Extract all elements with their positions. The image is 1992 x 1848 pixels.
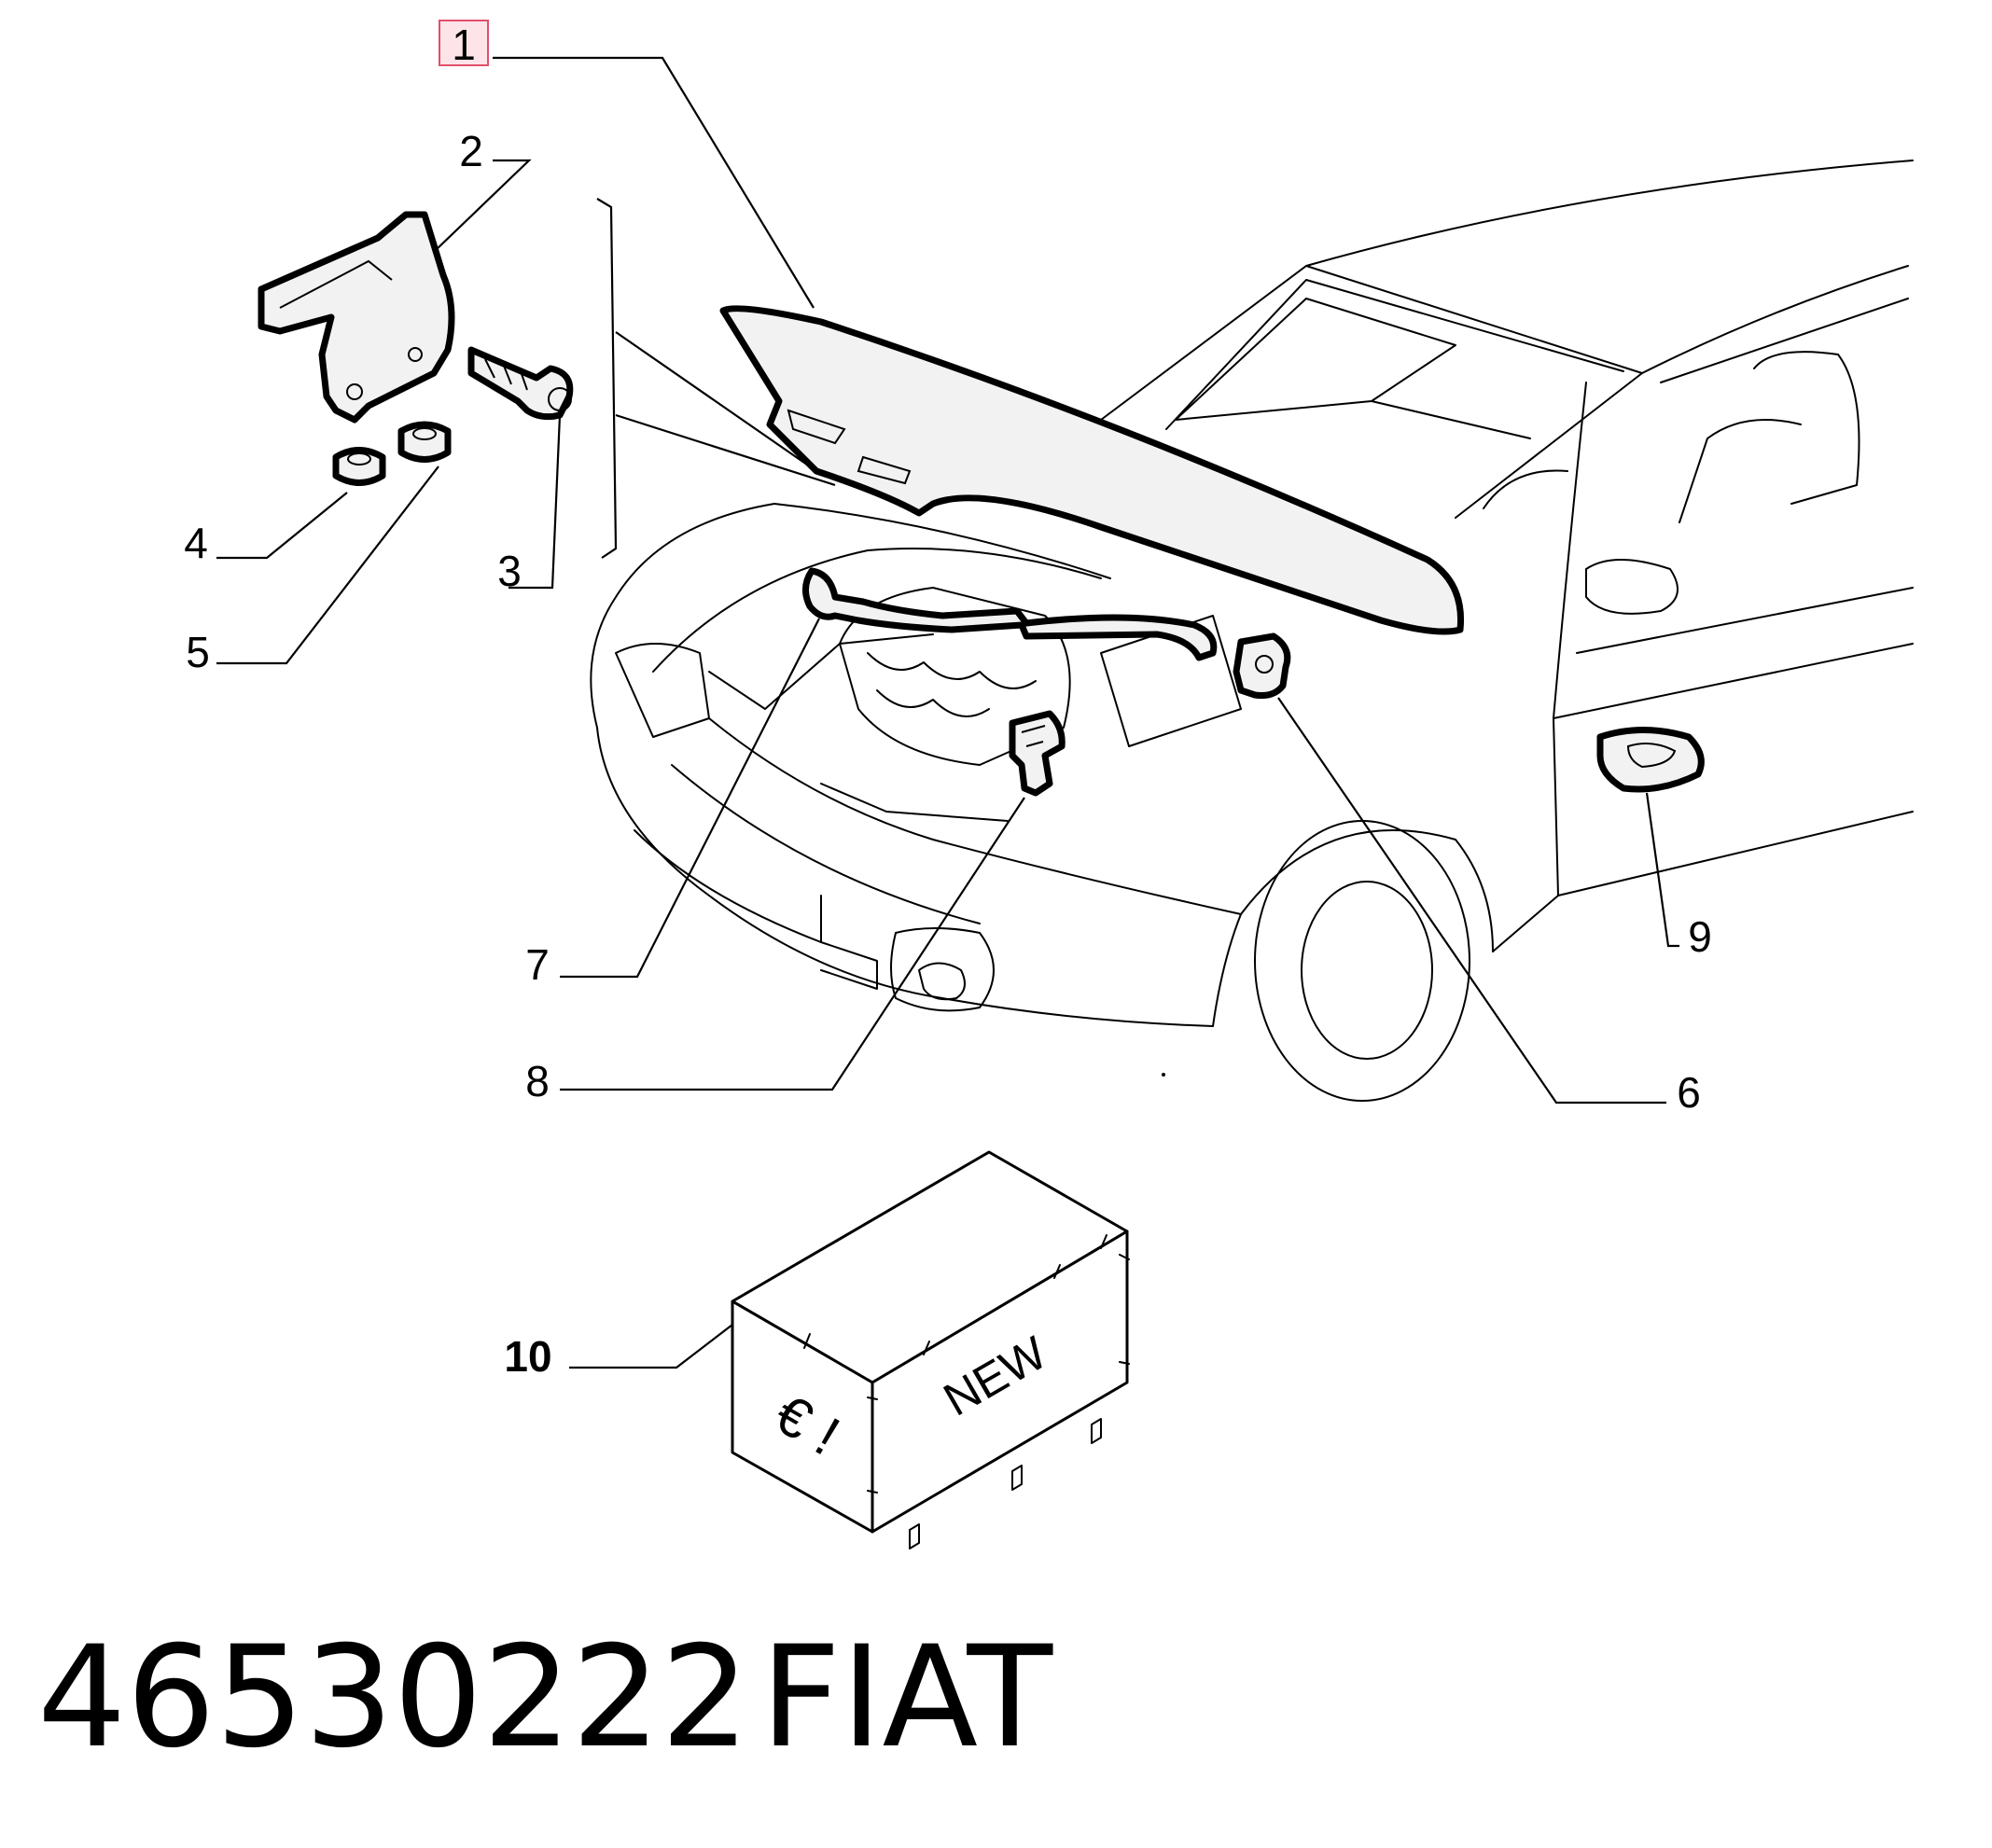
leader-lines <box>216 56 1679 1369</box>
part-1-bonnet <box>719 305 1465 635</box>
part-3-bolt <box>467 346 574 421</box>
part-10-crate: NEW € ! <box>731 1150 1130 1549</box>
part-7-prop-rod <box>802 567 1218 661</box>
part-9-grommet <box>1596 727 1705 793</box>
part-8-latch <box>1009 710 1066 797</box>
callout-5[interactable]: 5 <box>186 628 210 676</box>
part-4-bushing <box>332 447 386 486</box>
group-bracket <box>596 198 836 559</box>
part-number: 46530222 <box>37 1617 750 1779</box>
callout-3[interactable]: 3 <box>497 547 522 595</box>
callout-4[interactable]: 4 <box>184 519 208 567</box>
callout-10[interactable]: 10 <box>504 1332 551 1381</box>
callout-7[interactable]: 7 <box>525 940 550 989</box>
callout-6[interactable]: 6 <box>1677 1068 1701 1117</box>
callout-2[interactable]: 2 <box>459 127 483 175</box>
callout-1[interactable]: 1 <box>452 21 476 69</box>
callout-1-highlight <box>439 20 489 66</box>
car-outline <box>590 160 1914 1102</box>
part-2-hinge <box>258 211 455 424</box>
part-6-bracket <box>1233 632 1291 699</box>
callout-8[interactable]: 8 <box>525 1057 550 1105</box>
part-5-bushing <box>397 421 452 463</box>
brand-name: FIAT <box>760 1617 1053 1779</box>
dot-mark <box>1162 1073 1165 1077</box>
callout-9[interactable]: 9 <box>1688 912 1712 961</box>
